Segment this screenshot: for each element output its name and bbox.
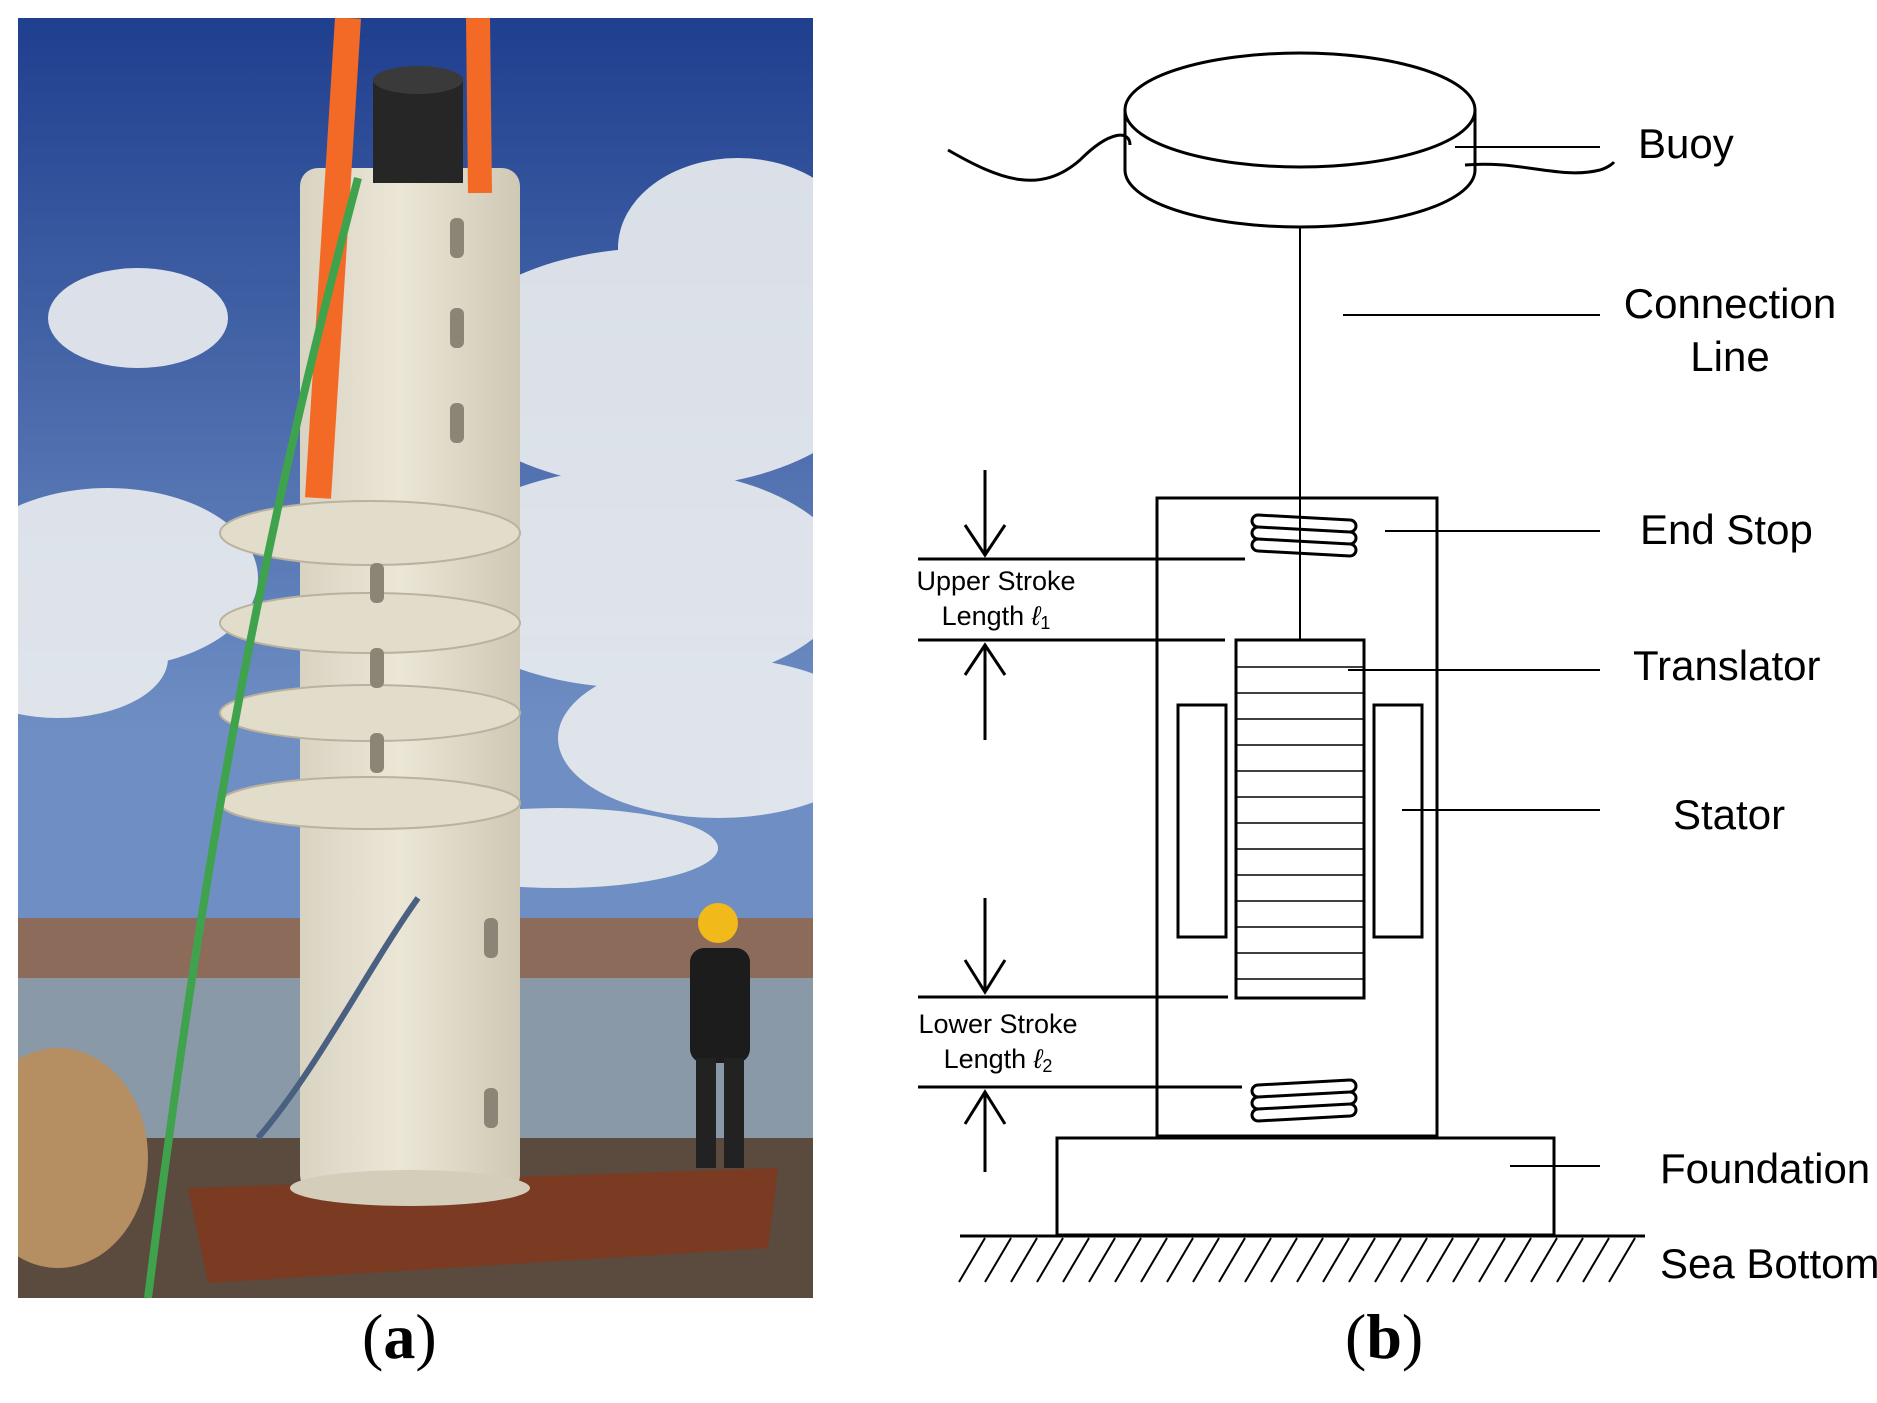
generator-cap (373, 78, 463, 183)
upper-stroke-label-2: Length ℓ1 (942, 601, 1051, 633)
stator-right (1372, 703, 1424, 939)
hatch-line (1218, 1237, 1246, 1283)
cable-reel (18, 1048, 148, 1268)
hatch-line (1270, 1237, 1298, 1283)
sea-bottom-label: Sea Bottom (1660, 1240, 1877, 1287)
hatch-line (1010, 1237, 1038, 1283)
lifting-strap-left (305, 18, 361, 499)
hatch-line (1062, 1237, 1090, 1283)
sea-bottom-hatching (958, 1237, 1636, 1283)
generator-body (300, 168, 520, 1193)
panel-a-label: (a) (362, 1301, 437, 1372)
cable (255, 896, 421, 1140)
hatch-line (1244, 1237, 1272, 1283)
wave-left (947, 133, 1132, 182)
body-windows (370, 218, 498, 1128)
translator-label: Translator (1633, 642, 1821, 689)
translator-shape (1234, 638, 1366, 1000)
lower-spring (1250, 1078, 1358, 1123)
hatch-line (1608, 1237, 1636, 1283)
lifting-strap-right (466, 18, 492, 194)
generator-housing (1155, 496, 1439, 1138)
hatch-line (958, 1237, 986, 1283)
foundation-shape (1055, 1136, 1556, 1237)
hatch-line (1426, 1237, 1454, 1283)
hatch-line (1192, 1237, 1220, 1283)
hatch-line (1530, 1237, 1558, 1283)
upper-spring (1250, 513, 1358, 558)
worker (690, 903, 750, 1168)
wave-right (1464, 161, 1616, 175)
hatch-line (1088, 1237, 1116, 1283)
hatch-line (1140, 1237, 1168, 1283)
hatch-line (1400, 1237, 1428, 1283)
generator-photo (18, 18, 813, 1298)
stator-label: Stator (1673, 791, 1785, 838)
hatch-line (1036, 1237, 1064, 1283)
connection-line-label-2: Line (1690, 333, 1769, 380)
upper-stroke-label-1: Upper Stroke (916, 566, 1075, 596)
generator-base (290, 1170, 530, 1206)
upper-stroke-dimension (918, 470, 1245, 740)
foundation-label: Foundation (1660, 1145, 1870, 1192)
lower-stroke-label-2: Length ℓ2 (944, 1044, 1053, 1076)
hatch-line (984, 1237, 1012, 1283)
hatch-line (1582, 1237, 1610, 1283)
buoy-label: Buoy (1638, 120, 1734, 167)
translator-stripes (1236, 666, 1364, 980)
connection-line-label-1: Connection (1624, 280, 1836, 327)
hatch-line (1114, 1237, 1142, 1283)
hatch-line (1374, 1237, 1402, 1283)
hatch-line (1322, 1237, 1350, 1283)
hatch-line (1348, 1237, 1376, 1283)
lower-stroke-label-1: Lower Stroke (918, 1009, 1077, 1039)
stator-left (1176, 703, 1228, 939)
hatch-line (1166, 1237, 1194, 1283)
panel-b-label: (b) (1345, 1301, 1424, 1372)
green-rope (144, 176, 362, 1298)
hatch-line (1296, 1237, 1324, 1283)
hatch-line (1556, 1237, 1584, 1283)
lower-stroke-dimension (918, 898, 1242, 1172)
hatch-line (1504, 1237, 1532, 1283)
leader-lines (1343, 146, 1600, 1167)
hatch-line (1478, 1237, 1506, 1283)
end-stop-label: End Stop (1640, 506, 1813, 553)
hatch-line (1452, 1237, 1480, 1283)
generator-flanges (219, 500, 521, 830)
buoy-shape (1123, 51, 1477, 229)
